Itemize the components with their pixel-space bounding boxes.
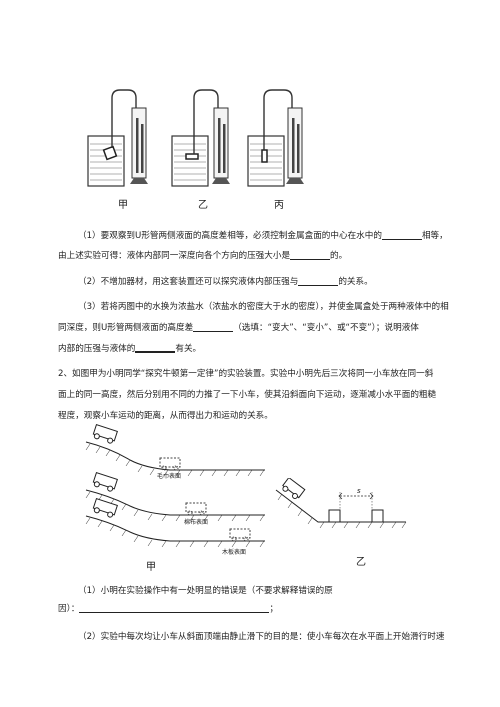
figure1-label-jia: 甲 [118,200,128,211]
q2-blank[interactable] [298,274,339,286]
q3-line3: 内部的压强与液体的 有关。 [58,339,201,360]
setup-jia [87,89,148,187]
q3-line2: 同深度，则U形管两侧液面的高度差 （选填：“变大”、“变小”、或“不变”）；说明液… [58,318,419,339]
q1-line1: （1）要观察到U形管两侧液面的高度差相等，必须控制金属盒面的中心在水中的 相等， [78,226,448,247]
problem2-line3: 程度，观察小车运动的距离，从而得出力和运动的关系。 [58,411,273,421]
q3-text-d: 有关。 [175,344,202,354]
problem2-line2: 面上的同一高度，然后分别用不同的力推了一下小车，使其沿斜面向下运动，逐渐减小水平… [58,390,437,400]
distance-label: s [357,487,361,495]
surface-label-wood: 木板表面 [222,549,247,556]
q3-text-c: 内部的压强与液体的 [58,344,136,354]
setup-yi [171,89,230,187]
q3-blank-1[interactable] [193,320,234,332]
problem2-line1: 2、如图甲为小明同学“探究牛顿第一定律”的实验装置。实验中小明先后三次将同一小车… [58,369,434,379]
q2-text-b: 的关系。 [338,277,373,287]
q1-line2: 由上述实验可得：液体内部同一深度向各个方向的压强大小是 的。 [58,246,347,267]
figure1-label-yi: 乙 [198,200,208,211]
figure1-label-bing: 丙 [274,200,284,211]
sub1-blank[interactable] [79,601,270,613]
setup-bing [247,89,304,187]
sub1-line1: （1）小明在实验操作中有一处明显的错误是（不要求解释错误的原 [78,586,333,596]
sub1-line2: 因）： ； [58,599,278,620]
q2-line1: （2）不增加器材，用这套装置还可以探究液体内部压强与 的关系。 [78,272,373,293]
q3-text-b: （选填：“变大”、“变小”、或“不变”）；说明液体 [233,323,419,333]
q2-text-a: （2）不增加器材，用这套装置还可以探究液体内部压强与 [78,277,299,287]
incline-figure-jia [85,423,265,548]
figure2-caption-jia: 甲 [146,562,156,573]
surface-label-towel: 毛巾表面 [157,473,182,480]
q1-text-d: 的。 [330,251,348,261]
q1-text-c: 由上述实验可得：液体内部同一深度向各个方向的压强大小是 [58,251,291,261]
q3-line1: （3）若将丙图中的水换为浓盐水（浓盐水的密度大于水的密度），并使金属盒处于两种液… [78,302,449,312]
q3-blank-2[interactable] [135,340,176,353]
incline-figure-yi [275,478,407,529]
sub1-text-b: ； [269,604,279,614]
surface-label-cotton: 棉布表面 [184,519,209,526]
q1-blank-1[interactable] [381,228,422,240]
q1-blank-2[interactable] [290,248,331,260]
sub2-line1: （2）实验中每次均让小车从斜面顶端由静止滑下的目的是：使小车每次在水平面上开始滑… [78,632,445,642]
q3-text-a: 同深度，则U形管两侧液面的高度差 [58,323,194,333]
figure2-caption-yi: 乙 [356,557,366,568]
q1-text-b: 相等， [421,231,448,241]
sub1-text-a: 因）： [58,604,80,614]
q1-text-a: （1）要观察到U形管两侧液面的高度差相等，必须控制金属盒面的中心在水中的 [78,231,382,241]
manometer-figure [87,89,304,187]
